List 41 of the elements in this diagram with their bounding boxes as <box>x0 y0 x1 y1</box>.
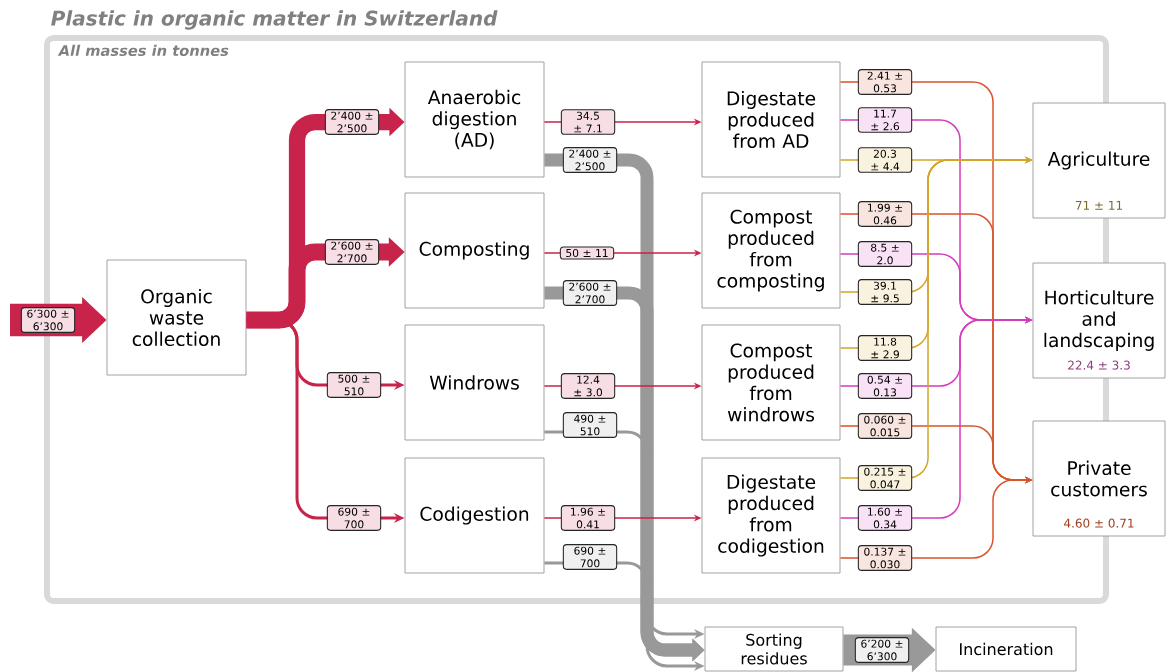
edge-label: 50 ± 11 <box>559 246 615 260</box>
process-box: Digestate produced from AD <box>701 61 841 178</box>
edge-label: 2’600 ± 2’700 <box>562 280 618 306</box>
edge-label: 0.54 ± 0.13 <box>857 373 913 399</box>
process-box: Private customers 4.60 ± 0.71 <box>1032 420 1166 537</box>
process-box: Windrows <box>404 324 545 441</box>
process-box: Organic waste collection <box>106 259 247 376</box>
process-box: Agriculture 71 ± 11 <box>1032 102 1166 219</box>
process-box: Compost produced from windrows <box>701 324 841 441</box>
process-box: Incineration <box>935 626 1077 672</box>
edge-label: 12.4 ± 3.0 <box>560 373 616 399</box>
edge-label: 0.137 ± 0.030 <box>857 545 913 571</box>
process-box: Compost produced from composting <box>701 192 841 309</box>
edge-label: 2’400 ± 2’500 <box>562 147 618 173</box>
edge-label: 2.41 ± 0.53 <box>857 69 913 95</box>
edge-label: 690 ± 700 <box>326 505 382 531</box>
edge-label: 20.3 ± 4.4 <box>857 147 913 173</box>
edge-label: 6’300 ± 6’300 <box>20 307 76 333</box>
process-box: Sorting residues <box>704 626 844 672</box>
edge-label: 0.060 ± 0.015 <box>857 413 913 439</box>
edge-label: 0.215 ± 0.047 <box>857 465 913 491</box>
edge-label: 8.5 ± 2.0 <box>857 241 913 267</box>
process-box: Anaerobic digestion (AD) <box>404 61 545 178</box>
edge-label: 6’200 ± 6’300 <box>854 637 910 663</box>
edge-label: 2’600 ± 2’700 <box>324 239 380 265</box>
process-box: Composting <box>404 192 545 309</box>
edge-label: 1.96 ± 0.41 <box>560 505 616 531</box>
edge-label: 2’400 ± 2’500 <box>324 109 380 135</box>
edge-label: 1.60 ± 0.34 <box>857 505 913 531</box>
edge-label: 34.5 ± 7.1 <box>560 109 616 135</box>
edge-label: 1.99 ± 0.46 <box>857 201 913 227</box>
edge-label: 690 ± 700 <box>562 544 618 570</box>
edge-label: 11.8 ± 2.9 <box>857 335 913 361</box>
process-box: Digestate produced from codigestion <box>701 457 841 574</box>
edge-label: 490 ± 510 <box>562 412 618 438</box>
diagram-title: Plastic in organic matter in Switzerland <box>51 10 498 30</box>
process-box: Horticulture and landscaping 22.4 ± 3.3 <box>1032 262 1166 379</box>
edge-label: 39.1 ± 9.5 <box>857 279 913 305</box>
edge-label: 500 ± 510 <box>326 372 382 398</box>
process-box: Codigestion <box>404 457 545 574</box>
edge-label: 11.7 ± 2.6 <box>857 107 913 133</box>
